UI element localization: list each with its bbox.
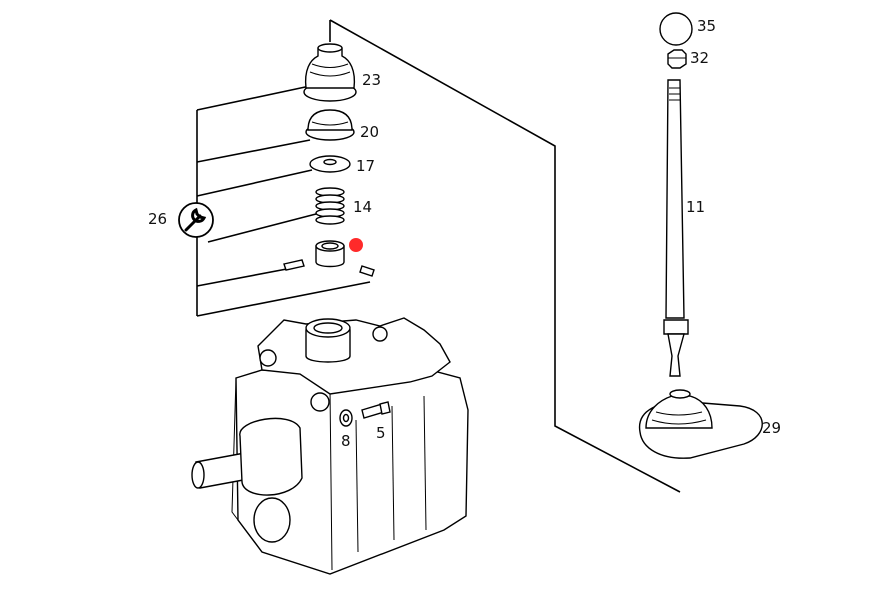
callout-35: 35	[697, 17, 717, 35]
sleeve-and-pins	[283, 240, 375, 277]
callout-5: 5	[376, 424, 386, 442]
callout-17: 17	[356, 157, 376, 175]
part-17-washer	[309, 155, 351, 173]
callout-26: 26	[148, 210, 168, 228]
callout-11: 11	[686, 198, 706, 216]
part-11-lever	[663, 79, 689, 377]
bracket-lines	[196, 19, 681, 493]
callout-29: 29	[762, 419, 782, 437]
part-32-nut	[667, 49, 687, 69]
wrench-icon	[178, 202, 214, 238]
part-29-boot	[638, 389, 763, 459]
part-20-cap	[305, 109, 355, 141]
callout-8: 8	[341, 432, 351, 450]
highlight-marker[interactable]	[349, 238, 363, 252]
callout-32: 32	[690, 49, 710, 67]
callout-20: 20	[360, 123, 380, 141]
part-35-knob	[659, 12, 693, 46]
part-23-boot	[303, 43, 357, 102]
bolt-5-and-washer-8	[339, 401, 391, 427]
part-14-spring	[315, 187, 345, 225]
gearbox-housing	[191, 317, 469, 575]
callout-14: 14	[353, 198, 373, 216]
callout-23: 23	[362, 71, 382, 89]
